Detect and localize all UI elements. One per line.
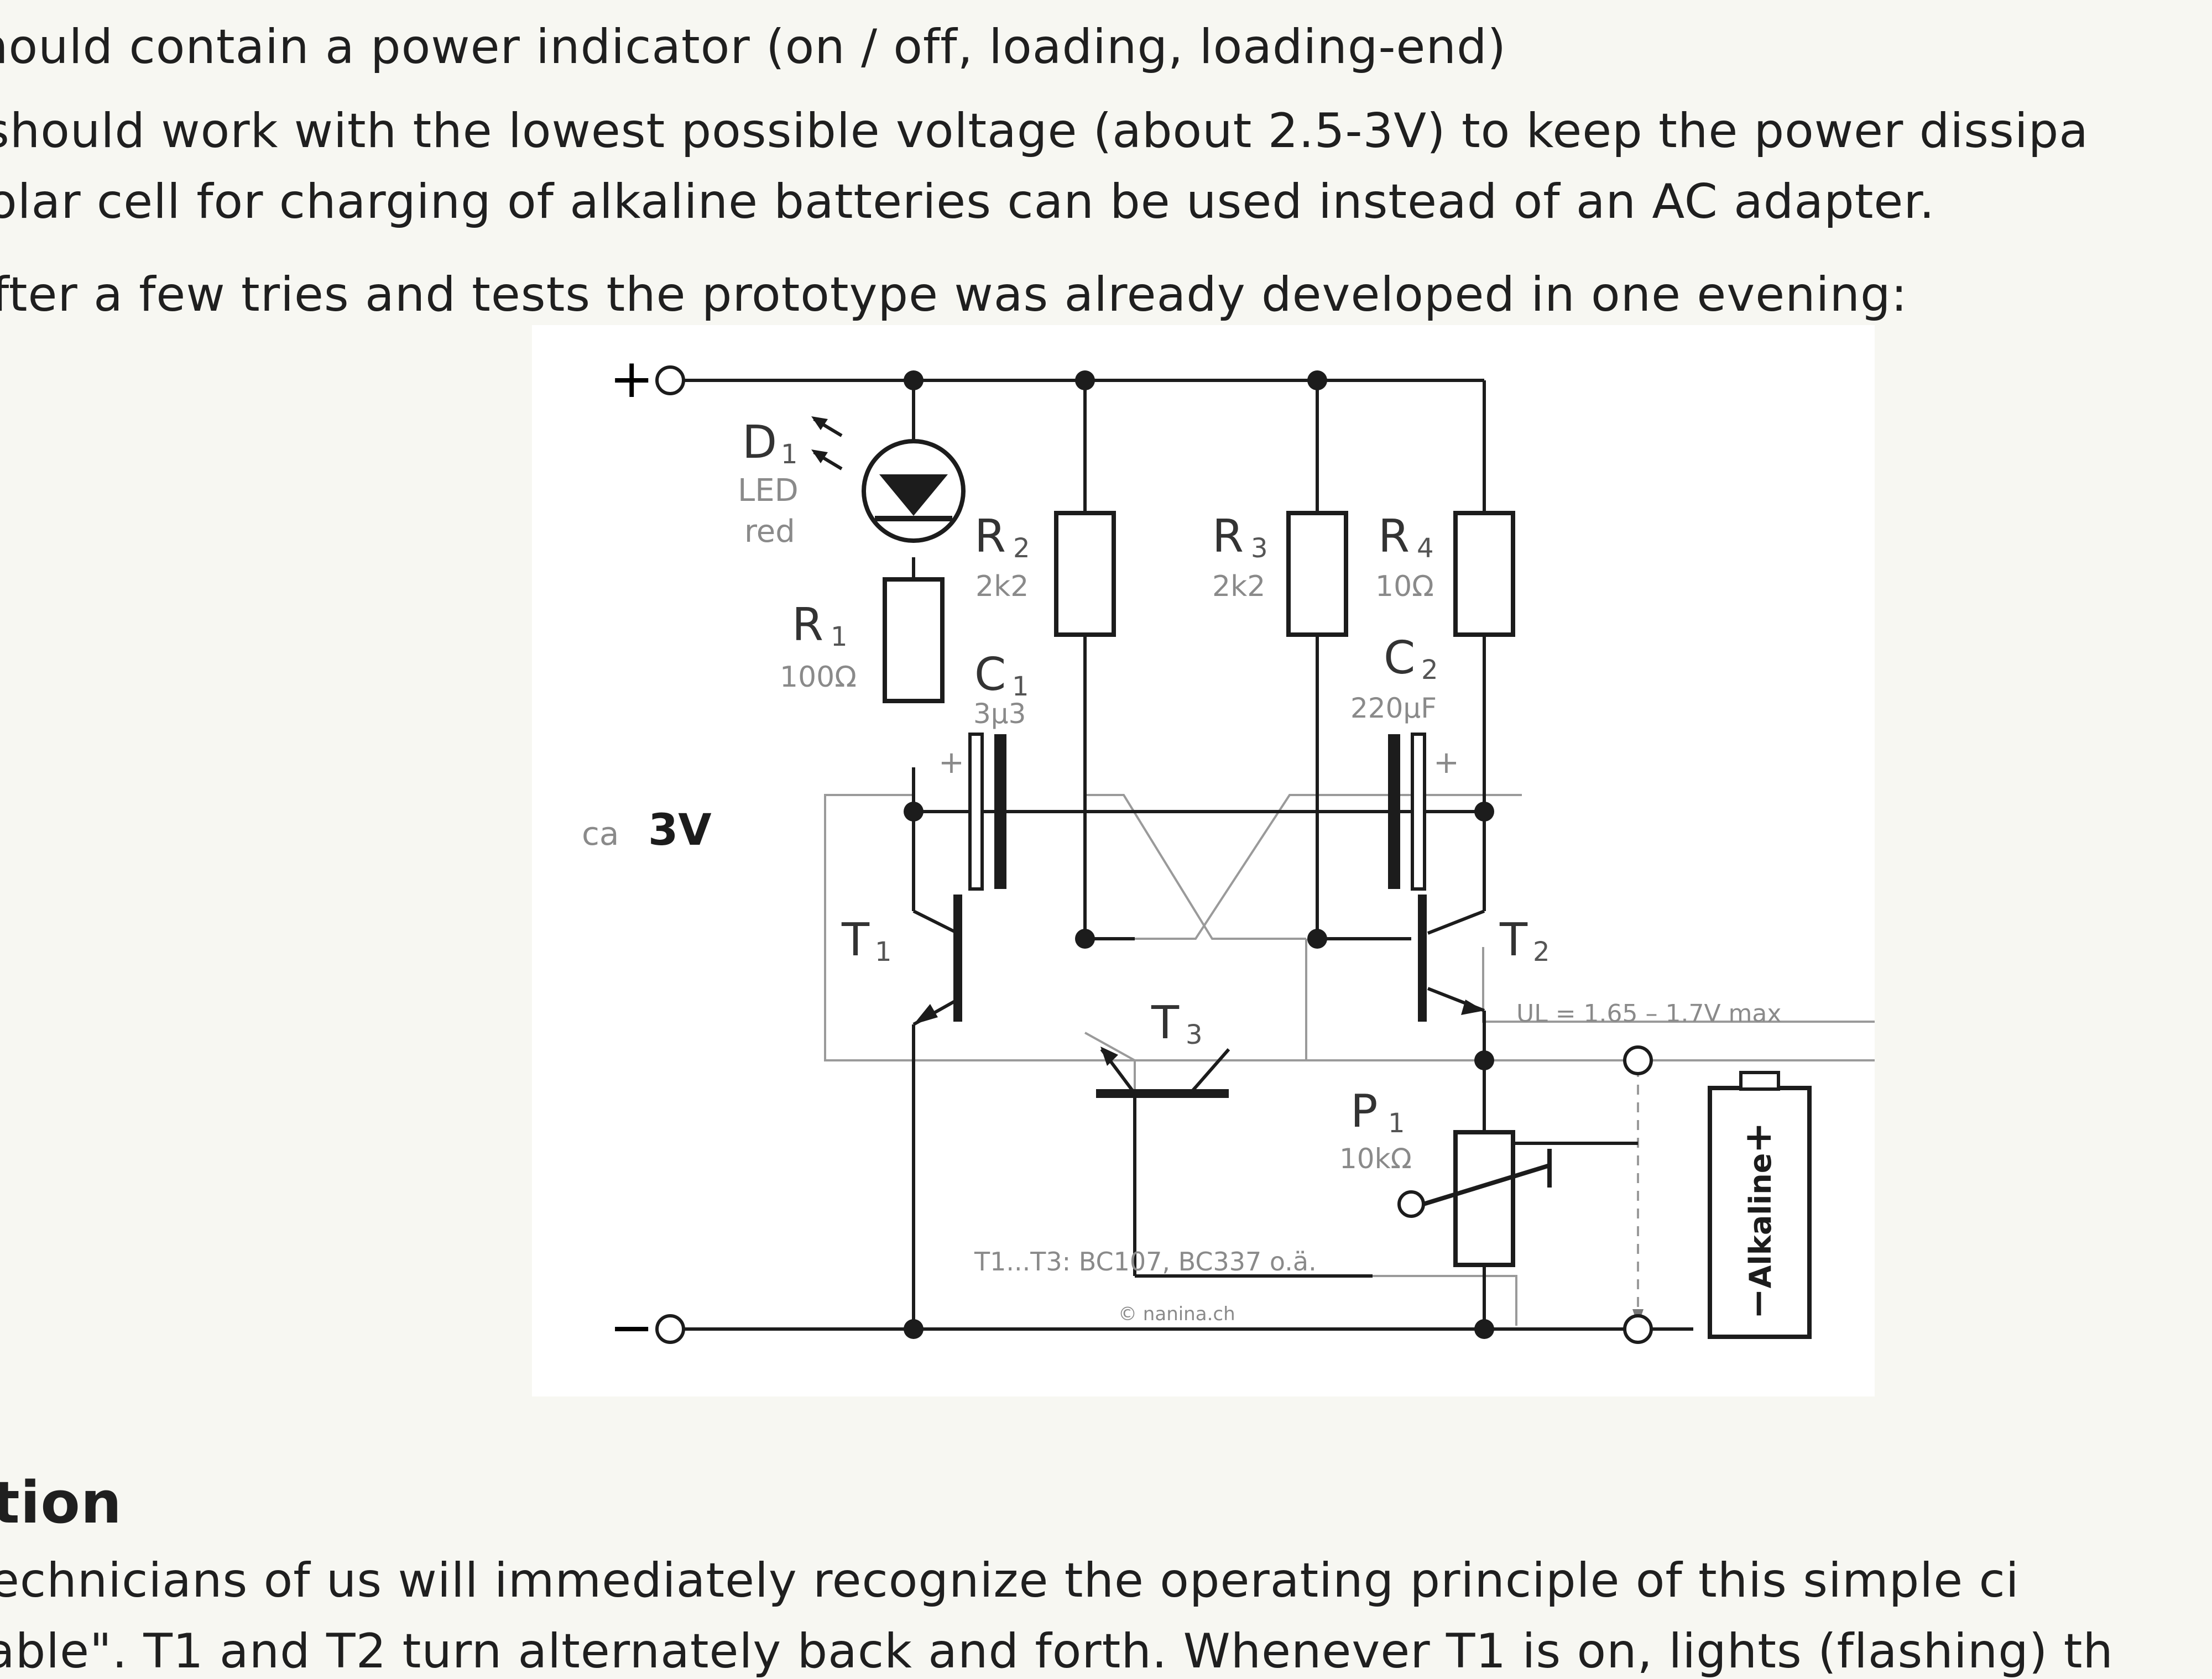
c2-name: C: [1384, 632, 1415, 684]
battery-minus: −: [1736, 1288, 1780, 1320]
text-line-lowest-voltage: should work with the lowest possible vol…: [0, 103, 2089, 159]
potentiometer-p1: [1422, 1130, 1552, 1267]
led-d1: [811, 416, 966, 543]
junction-dots: [904, 370, 1494, 1339]
battery-label: Alkaline: [1743, 1153, 1778, 1289]
d1-sub: 1: [781, 439, 798, 470]
r2-name: R: [974, 510, 1006, 563]
credit-note: © nanina.ch: [1118, 1303, 1235, 1325]
t1-name: T: [841, 914, 870, 966]
transistor-t2: [1418, 895, 1484, 1022]
resistor-r4: [1453, 511, 1515, 637]
t2-name: T: [1499, 914, 1528, 966]
plus-terminal-label: +: [609, 348, 654, 410]
ul-note: UL = 1.65 – 1.7V max: [1516, 1000, 1781, 1028]
t3-sub: 3: [1186, 1019, 1203, 1050]
text-line-power-indicator: hould contain a power indicator (on / of…: [0, 19, 1507, 75]
section-heading: tion: [0, 1469, 122, 1536]
transistor-note: T1...T3: BC107, BC337 o.ä.: [974, 1247, 1317, 1277]
r3-sub: 3: [1251, 533, 1268, 564]
d1-line1: LED: [738, 473, 799, 509]
c1-value: 3µ3: [973, 698, 1026, 730]
r3-value: 2k2: [1212, 570, 1265, 603]
text-line-alternately: able". T1 and T2 turn alternately back a…: [0, 1624, 2114, 1679]
r2-value: 2k2: [975, 570, 1029, 603]
r4-value: 10Ω: [1375, 570, 1434, 603]
alkaline-battery: [1708, 1071, 1812, 1339]
d1-name: D: [742, 416, 777, 469]
circuit-schematic-figure: + − ca 3V D 1 LED red R 1 100Ω R 2 2k2 R…: [532, 325, 1875, 1396]
main-wires: [670, 379, 1693, 1331]
supply-terminals: [655, 365, 1653, 1344]
text-line-prototype: fter a few tries and tests the prototype…: [0, 267, 1908, 322]
t3-name: T: [1151, 997, 1180, 1049]
p1-name: P: [1350, 1085, 1378, 1138]
r4-name: R: [1378, 510, 1410, 563]
c1-name: C: [974, 648, 1006, 701]
r1-sub: 1: [831, 621, 848, 652]
c1-plus: +: [938, 745, 964, 781]
c1-sub: 1: [1012, 671, 1029, 702]
resistor-r2: [1054, 511, 1116, 637]
circuit-schematic: + − ca 3V D 1 LED red R 1 100Ω R 2 2k2 R…: [582, 348, 1875, 1358]
t1-sub: 1: [875, 937, 892, 967]
capacitor-c2: [1388, 733, 1426, 891]
c2-sub: 2: [1421, 655, 1438, 686]
minus-terminal-label: −: [609, 1296, 654, 1358]
transistor-t1: [914, 895, 962, 1024]
p1-sub: 1: [1388, 1108, 1405, 1139]
p1-value: 10kΩ: [1339, 1143, 1412, 1175]
battery-plus: +: [1736, 1122, 1780, 1154]
r3-name: R: [1212, 510, 1244, 563]
transistor-t3: [1096, 1047, 1230, 1098]
r1-value: 100Ω: [780, 661, 857, 694]
resistor-r3: [1286, 511, 1348, 637]
t2-sub: 2: [1533, 937, 1550, 967]
d1-line2: red: [744, 514, 795, 550]
capacitor-c1: [914, 733, 1006, 891]
c2-value: 220µF: [1350, 692, 1437, 724]
text-line-solar-cell: olar cell for charging of alkaline batte…: [0, 174, 1936, 229]
r2-sub: 2: [1013, 533, 1030, 564]
r4-sub: 4: [1417, 533, 1434, 564]
c2-plus: +: [1433, 745, 1459, 781]
resistor-r1: [883, 577, 945, 703]
r1-name: R: [792, 599, 823, 651]
supply-voltage-prefix: ca: [582, 815, 619, 852]
text-line-technicians: echnicians of us will immediately recogn…: [0, 1553, 2020, 1608]
supply-voltage-value: 3V: [648, 805, 712, 855]
